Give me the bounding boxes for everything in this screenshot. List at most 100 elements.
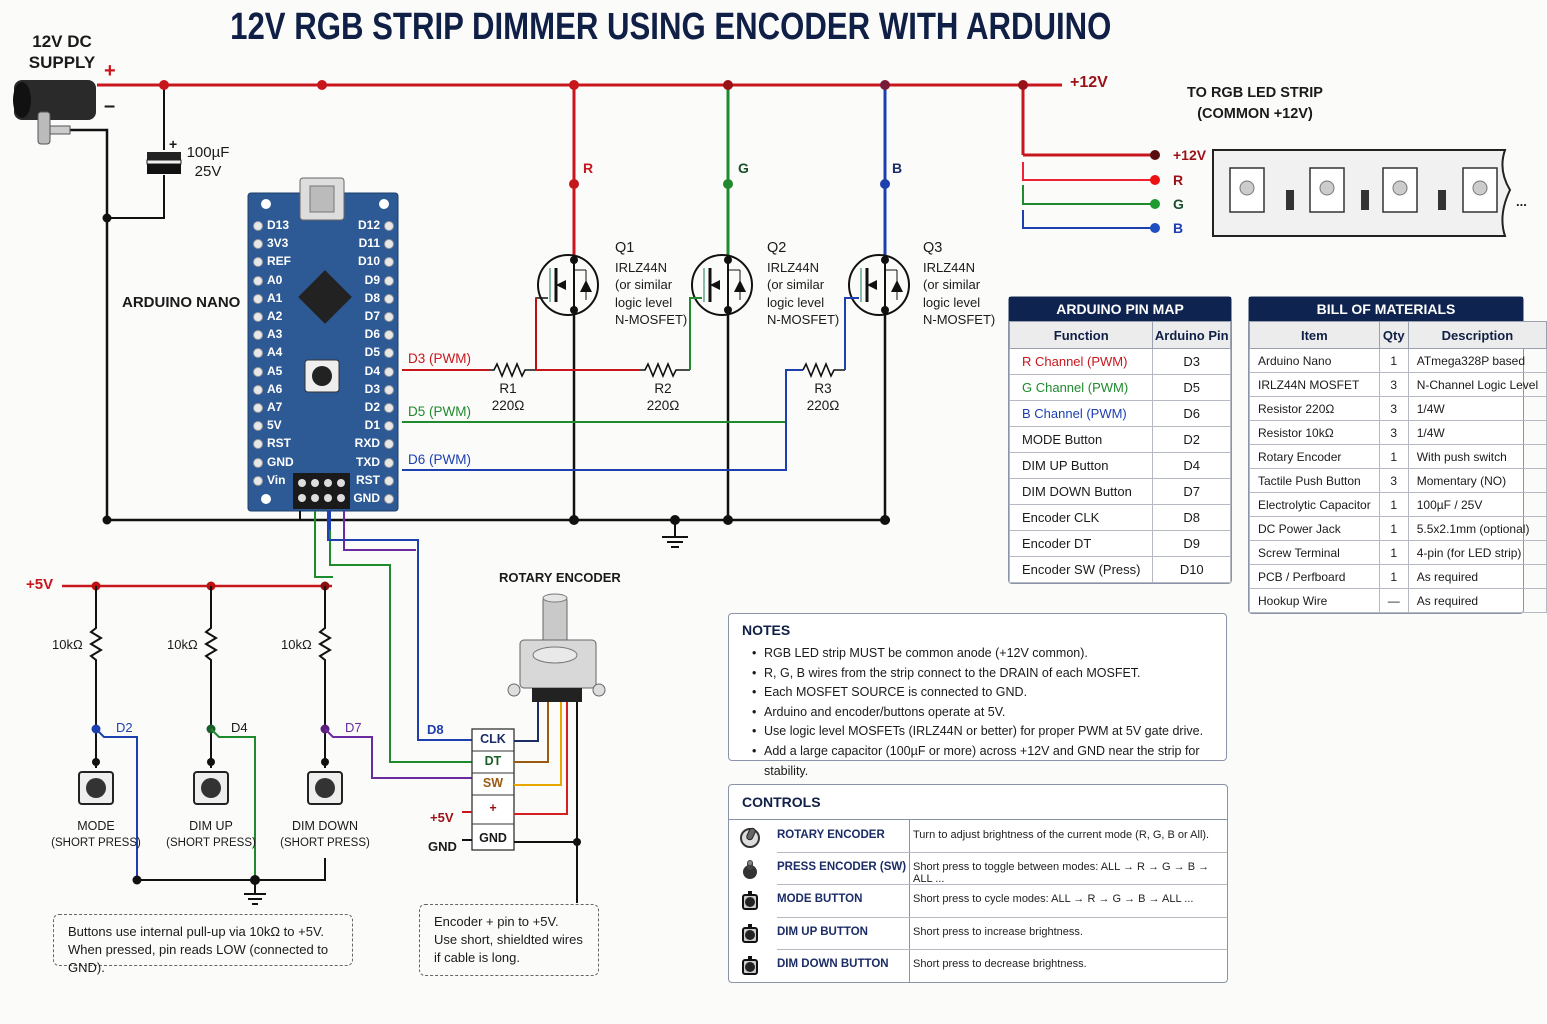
resistor-ref: R2 [654,381,672,396]
bom-desc: 5.5x2.1mm (optional) [1407,516,1547,541]
pin-pad-icon [384,348,394,359]
mosfet-part: IRLZ44N [615,259,668,275]
dim-down-button-icon [307,771,343,805]
gnd-bus [70,128,890,522]
pin-map-pin: D3 [1152,348,1231,375]
pin-map-title: ARDUINO PIN MAP [1009,297,1231,321]
arduino-pin-left: REF [267,254,291,269]
channel-b-label: B [892,160,903,176]
bom-header-item: Item [1249,321,1380,349]
power-supply-label: 12V DC SUPPLY [20,31,104,73]
resistor-value: 220Ω [491,398,525,413]
ground-symbol-buttons-icon [244,880,266,905]
strip-terminal-label: B [1173,220,1184,236]
pin-pad-icon [384,312,394,322]
control-desc: Short press to cycle modes: ALL → R → G … [913,893,1194,906]
gate-resistor-label: R1 220Ω [478,380,538,414]
resistor-r3 [802,361,845,379]
pin-map-function: Encoder CLK [1008,504,1154,531]
arduino-pin-right: D5 [364,345,380,360]
arduino-pin-right: D8 [364,290,380,305]
resistor-r2 [640,361,690,379]
pin-pad-icon [384,293,394,304]
mosfet-note: (or similar [615,277,673,292]
pullup-resistor-label: 10kΩ [167,637,198,652]
row-divider [777,916,1227,918]
arduino-pin-left: A6 [267,381,283,396]
mosfet-part: IRLZ44N [923,259,976,275]
arduino-pin-right: D11 [358,236,380,251]
button-name-label: DIM DOWN [292,819,358,833]
strip-title: TO RGB LED STRIP (COMMON +12V) [1180,83,1330,125]
strip-terminal-label: G [1173,196,1184,212]
pin-map-function: B Channel (PWM) [1008,400,1154,427]
button-pin-label: D2 [116,720,133,735]
power-label-line2: SUPPLY [28,53,96,72]
arduino-pin-left: RST [267,436,291,451]
control-desc: Turn to adjust brightness of the current… [913,829,1210,841]
notes-box: NOTES RGB LED strip MUST be common anode… [728,613,1227,778]
row-divider [777,852,1227,854]
minus-label: – [104,95,116,117]
arduino-pin-right: RXD [354,436,380,451]
d3-pwm-label: D3 (PWM) [408,351,471,366]
d8-wire-label: D8 [427,722,444,737]
d6-pwm-label: D6 (PWM) [408,452,471,467]
bom-item: Tactile Push Button [1249,468,1380,493]
pin-pad-icon [384,257,394,268]
button-pin-label: D4 [231,720,248,735]
note-item: R, G, B wires from the strip connect to … [752,664,1226,684]
mosfet-note: logic level [923,294,981,310]
resistor-r1 [490,297,548,379]
bom-qty: — [1378,588,1409,613]
pin-pad-icon [253,475,263,486]
bom-desc: As required [1407,564,1547,589]
pin-map-pin: D6 [1152,400,1231,427]
pin-pad-icon [253,348,263,359]
pin-pad-icon [384,439,394,450]
mosfet-q1-icon [537,254,599,316]
bom-item: Electrolytic Capacitor [1249,492,1380,517]
strip-terminal-label: R [1173,172,1184,188]
channel-g-label: G [738,160,749,176]
arduino-pin-right: D6 [364,327,380,342]
pin-pad-icon [384,239,394,250]
rotary-knob-icon [739,826,761,848]
encoder-pin-label: CLK [480,732,506,746]
pin-map-function: R Channel (PWM) [1008,348,1154,375]
strip-title-line2: (COMMON +12V) [1197,106,1313,122]
button-name-label: MODE [77,819,115,833]
pin-pad-icon [253,293,263,304]
bom-desc: ATmega328P based [1407,348,1547,373]
bom-row: Hookup Wire—As required [1249,588,1547,613]
pin-map-pin: D8 [1152,504,1231,531]
arduino-pin-left: 3V3 [267,236,289,251]
mosfet-note: (or similar [923,277,981,292]
arduino-pin-right: TXD [356,454,380,469]
bom-item: PCB / Perfboard [1249,564,1380,589]
bom-qty: 1 [1378,348,1409,373]
pin-pad-icon [384,457,394,468]
control-name: MODE BUTTON [777,893,863,906]
power-label-line1: 12V DC [32,32,92,51]
channel-r-label: R [583,160,594,176]
pin-map-row: B Channel (PWM)D6 [1008,400,1231,427]
pin-map-header-pin: Arduino Pin [1152,321,1231,349]
bom-header-qty: Qty [1378,321,1409,349]
control-name: DIM UP BUTTON [777,925,868,938]
pin-pad-icon [384,330,394,341]
pin-map-row: G Channel (PWM)D5 [1008,374,1231,401]
resistor-ref: R1 [499,381,517,396]
buttons-note-line2: When pressed, pin reads LOW (connected t… [68,942,329,975]
row-divider [777,884,1227,886]
note-item: Arduino and encoder/buttons operate at 5… [752,703,1226,723]
pin-pad-icon [384,403,394,413]
bom-item: Resistor 10kΩ [1249,420,1380,445]
